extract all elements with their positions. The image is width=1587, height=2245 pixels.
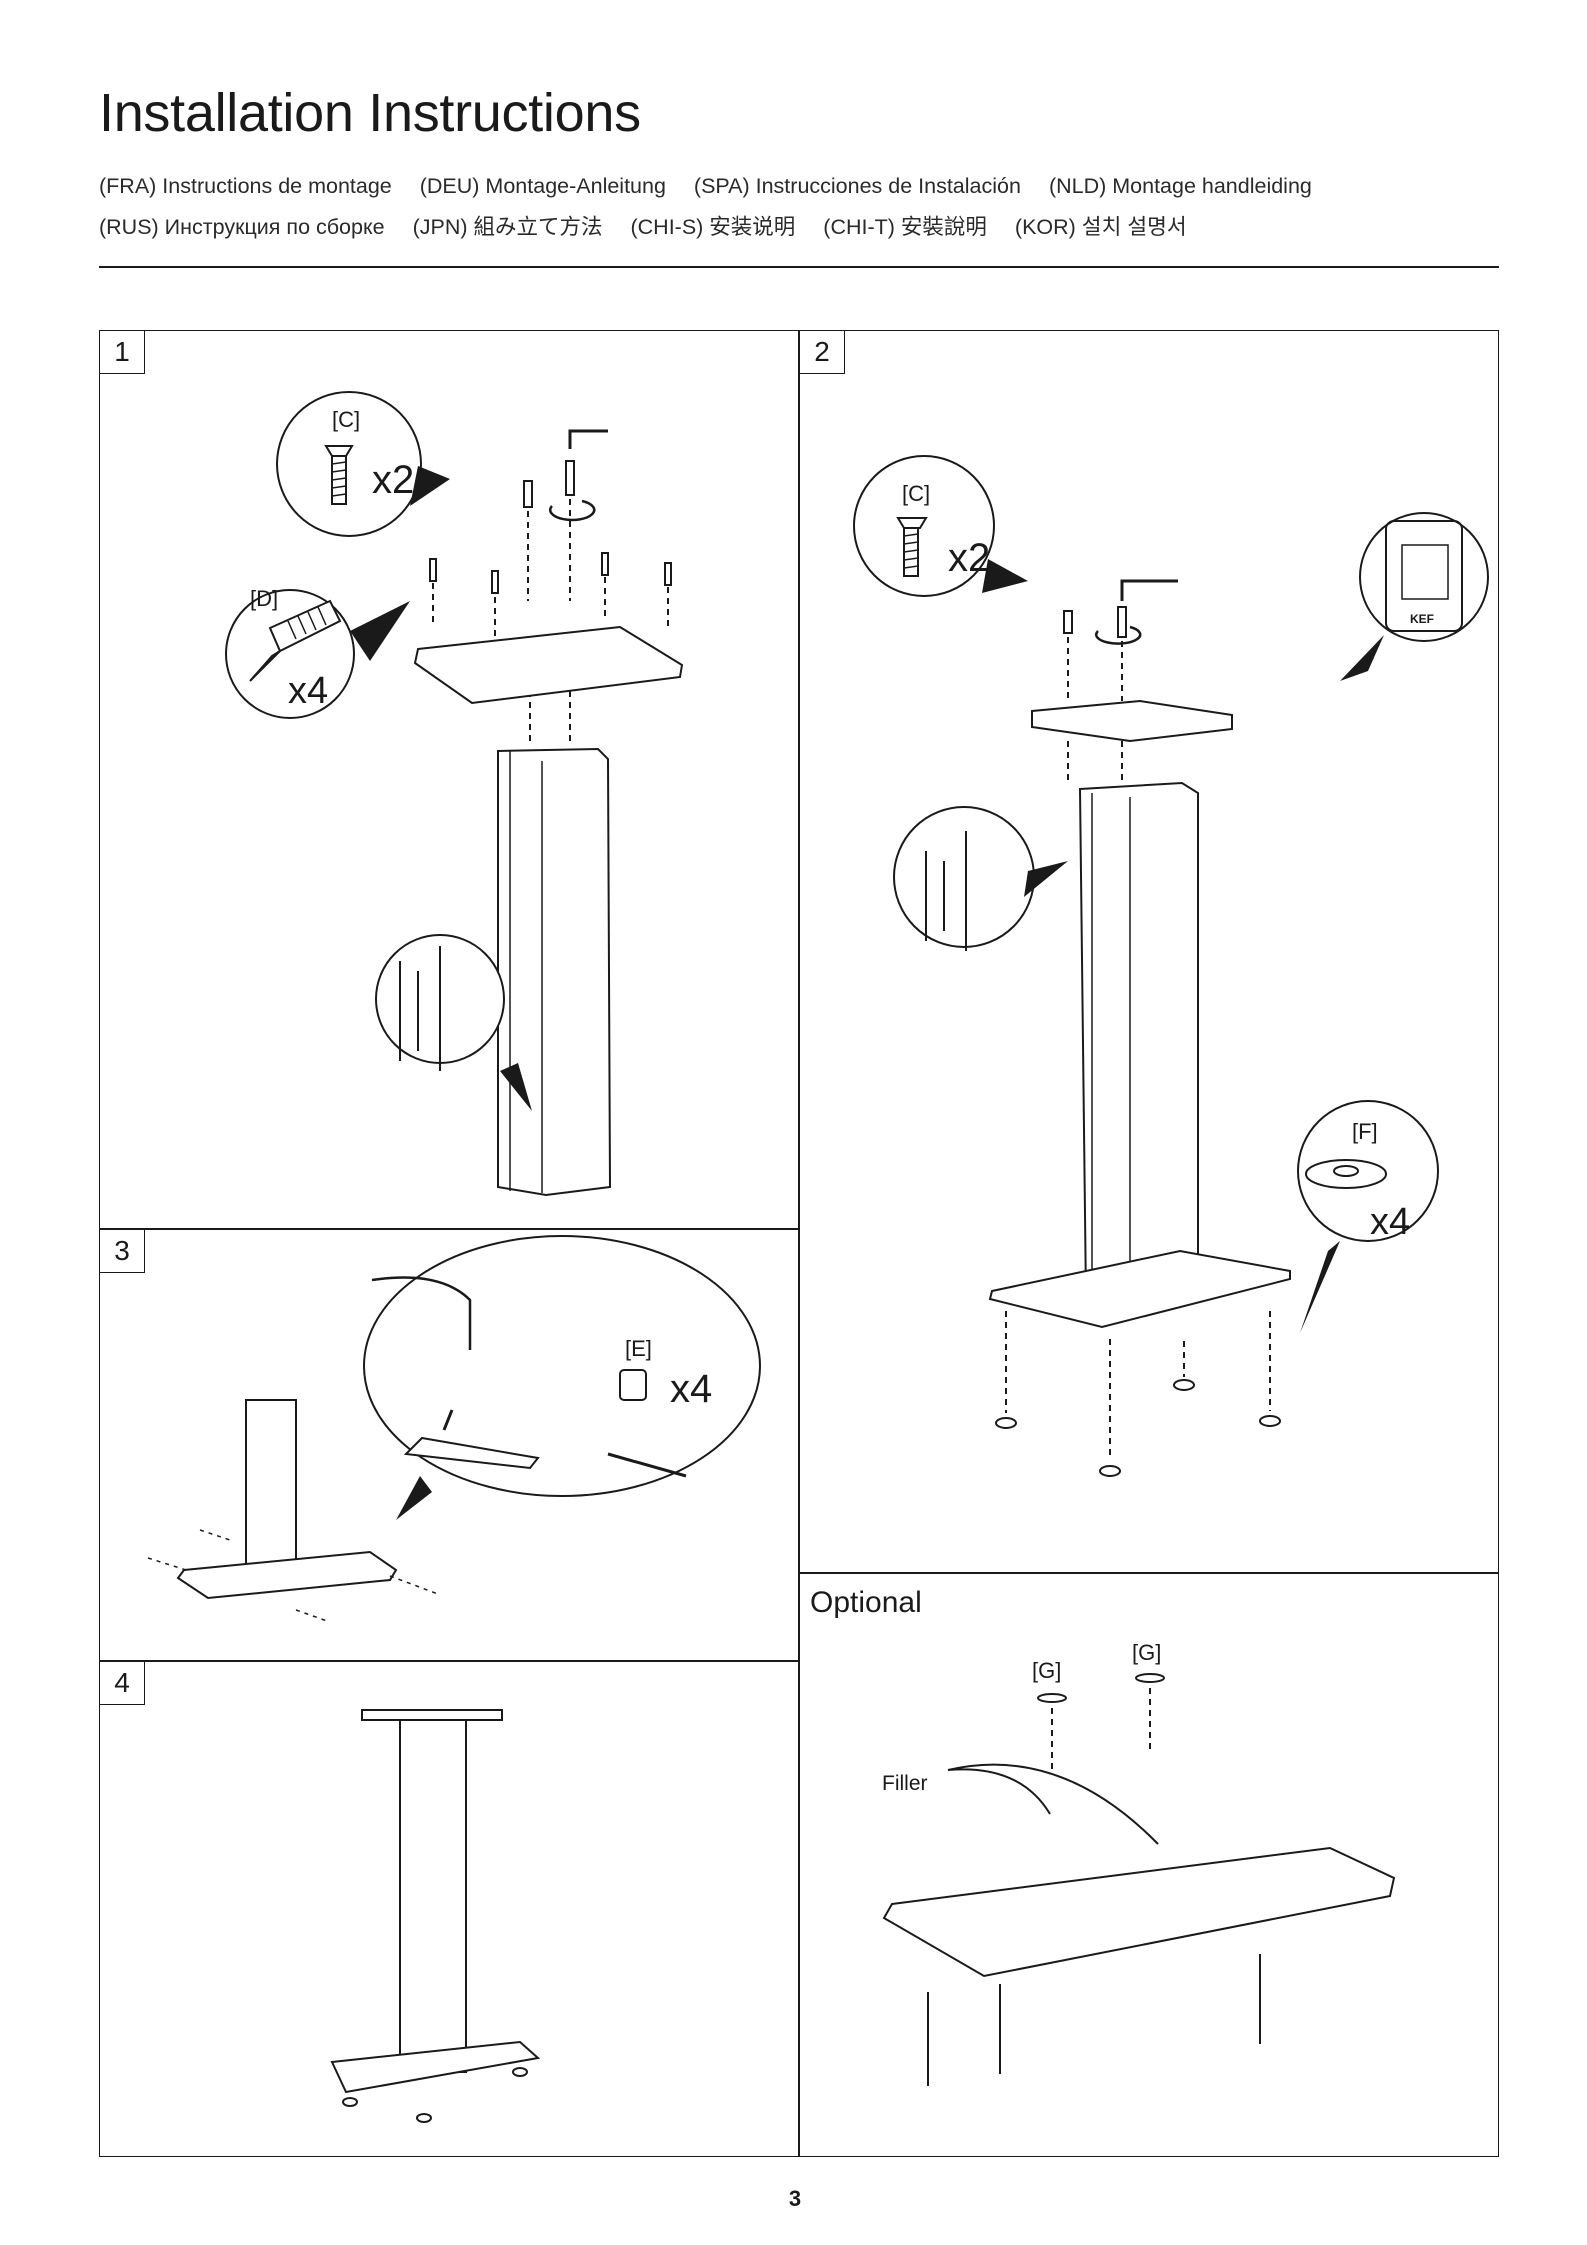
top-plate bbox=[415, 627, 682, 703]
part-e-label: [E] bbox=[625, 1336, 652, 1361]
part-e-quantity: x4 bbox=[670, 1367, 712, 1411]
foot-guides bbox=[1006, 1311, 1270, 1459]
part-c-label: [C] bbox=[902, 481, 930, 506]
assembly-guides bbox=[1052, 1688, 1150, 1770]
step-2-illustration: [C] x2 KEF [F bbox=[800, 331, 1496, 1571]
screw-icon bbox=[1064, 611, 1072, 633]
foot-pad-icon bbox=[1306, 1160, 1386, 1188]
screw-icon bbox=[524, 481, 532, 507]
step-3-illustration: [E] x4 bbox=[100, 1230, 798, 1660]
stand-column bbox=[400, 1720, 466, 2072]
language-list-line-1: (FRA) Instructions de montage (DEU) Mont… bbox=[99, 174, 1334, 199]
language-chi-t: (CHI-T) 安裝說明 bbox=[823, 215, 987, 239]
hex-key-icon bbox=[1122, 581, 1178, 601]
stand-column bbox=[498, 749, 610, 1195]
page-number: 3 bbox=[780, 2186, 810, 2212]
step-3-panel: [E] x4 bbox=[100, 1230, 798, 1660]
language-rus: (RUS) Инструкция по сборке bbox=[99, 215, 385, 239]
filler-disc-icon bbox=[1038, 1694, 1066, 1702]
language-deu: (DEU) Montage-Anleitung bbox=[420, 174, 666, 198]
step-2-panel: [C] x2 KEF [F bbox=[800, 331, 1496, 1571]
stand-column bbox=[1080, 783, 1198, 1311]
hex-key-icon bbox=[566, 431, 608, 495]
kef-logo: KEF bbox=[1410, 612, 1434, 626]
language-kor: (KOR) 설치 설명서 bbox=[1015, 215, 1187, 239]
part-c-quantity: x2 bbox=[372, 458, 414, 502]
callout-pointer bbox=[350, 601, 410, 661]
language-jpn: (JPN) 組み立て方法 bbox=[413, 215, 603, 239]
spike-group-icon bbox=[430, 553, 671, 593]
callout-detail-ellipse bbox=[364, 1236, 760, 1496]
optional-illustration: [G] [G] bbox=[800, 1574, 1496, 2154]
part-d-quantity: x4 bbox=[288, 670, 328, 712]
filler-disc-icon bbox=[1136, 1674, 1164, 1682]
language-nld: (NLD) Montage handleiding bbox=[1049, 174, 1312, 198]
filler-label: Filler bbox=[882, 1772, 928, 1796]
language-chi-s: (CHI-S) 安装说明 bbox=[630, 215, 795, 239]
callout-pointer bbox=[982, 559, 1028, 593]
base-plate bbox=[990, 1251, 1290, 1327]
top-plate bbox=[362, 1710, 502, 1720]
assembly-guides bbox=[433, 499, 668, 746]
page-title: Installation Instructions bbox=[99, 82, 641, 144]
callout-pointer bbox=[396, 1476, 432, 1520]
part-c-quantity: x2 bbox=[948, 536, 990, 580]
foot-pads bbox=[996, 1380, 1280, 1476]
step-1-panel: [C] x2 [D] x4 bbox=[100, 331, 798, 1227]
top-plate bbox=[884, 1848, 1394, 1976]
top-plate bbox=[1032, 701, 1232, 741]
step-4-illustration bbox=[100, 1662, 798, 2154]
language-fra: (FRA) Instructions de montage bbox=[99, 174, 392, 198]
rotate-arrow-icon bbox=[550, 501, 594, 520]
header-divider bbox=[99, 266, 1499, 268]
stand-column bbox=[246, 1400, 296, 1582]
part-d-label: [D] bbox=[250, 586, 278, 611]
part-c-label: [C] bbox=[332, 407, 360, 432]
callout-pointer bbox=[1340, 635, 1384, 681]
step-1-illustration: [C] x2 [D] x4 bbox=[100, 331, 798, 1227]
part-g-label-1: [G] bbox=[1032, 1658, 1061, 1683]
language-list-line-2: (RUS) Инструкция по сборке (JPN) 組み立て方法 … bbox=[99, 210, 1209, 241]
step-4-panel bbox=[100, 1662, 798, 2154]
callout-pointer bbox=[1300, 1241, 1340, 1333]
part-f-label: [F] bbox=[1352, 1119, 1378, 1144]
part-g-label-2: [G] bbox=[1132, 1640, 1161, 1665]
optional-panel: [G] [G] bbox=[800, 1574, 1496, 2154]
language-spa: (SPA) Instrucciones de Instalación bbox=[694, 174, 1021, 198]
detail-circle bbox=[894, 807, 1034, 947]
part-f-quantity: x4 bbox=[1370, 1201, 1410, 1243]
